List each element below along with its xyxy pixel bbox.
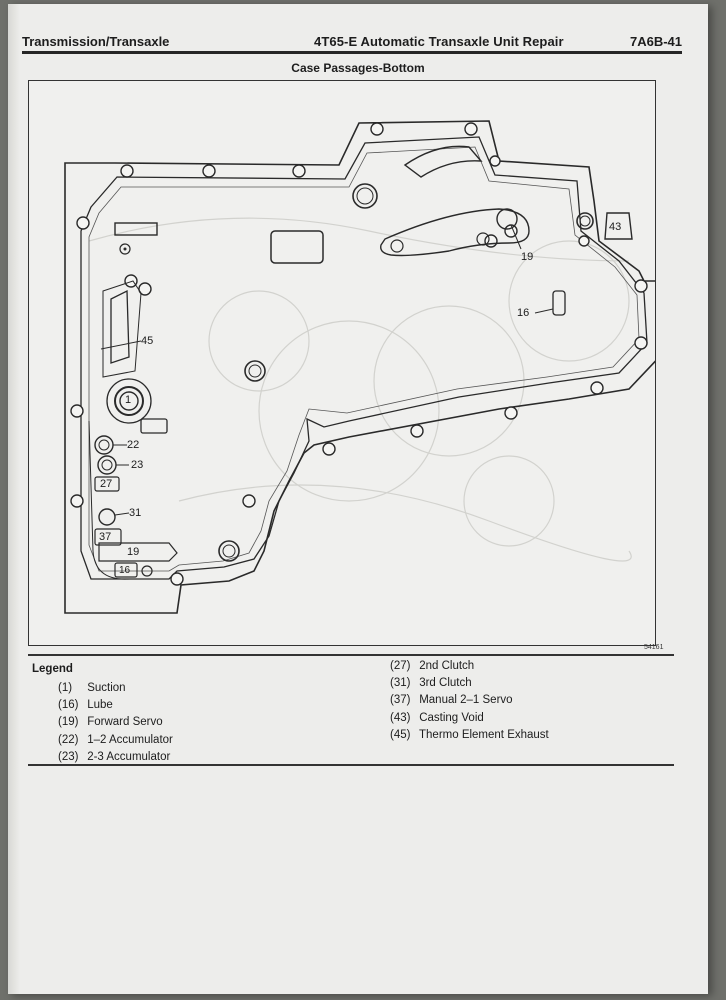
callout-27: 27: [100, 478, 113, 490]
header-rule: [22, 51, 682, 54]
show-through-lines: [88, 217, 632, 562]
legend-column-1: (1) Suction (16) Lube (19) Forward Servo…: [58, 680, 173, 766]
case-passages-drawing: [64, 120, 655, 614]
header-manual-title: 4T65-E Automatic Transaxle Unit Repair: [314, 34, 564, 49]
legend-item: (43) Casting Void: [390, 711, 484, 724]
callout-16: 16: [517, 307, 530, 319]
case-outline: [64, 120, 655, 614]
legend-item: (16) Lube: [58, 699, 113, 712]
legend-column-2: (27) 2nd Clutch (31) 3rd Clutch (37) Man…: [390, 658, 549, 744]
legend-bottom-rule: [28, 764, 674, 766]
callout-43: 43: [609, 221, 622, 233]
legend-item: (22) 1–2 Accumulator: [58, 733, 173, 746]
page-binding-edge: [8, 4, 20, 994]
manual-page: Transmission/Transaxle 4T65-E Automatic …: [8, 4, 708, 994]
legend-title: Legend: [32, 663, 73, 675]
gasket-inner-outline: [88, 146, 640, 572]
callout-31: 31: [129, 507, 142, 519]
legend-item: (23) 2-3 Accumulator: [58, 750, 171, 763]
header-section: Transmission/Transaxle: [22, 34, 170, 49]
legend-item: (1) Suction: [58, 682, 126, 694]
legend-item: (31) 3rd Clutch: [390, 677, 472, 690]
figure-id: 54161: [644, 644, 664, 651]
callout-45: 45: [141, 335, 154, 347]
callout-16-bottom: 16: [119, 565, 131, 576]
legend-item: (27) 2nd Clutch: [390, 660, 475, 672]
callout-19-servo-bottom: 19: [127, 546, 140, 558]
callout-leaders: [100, 224, 554, 516]
callout-19-servo: 19: [521, 251, 534, 263]
gasket-outline: [80, 136, 648, 580]
callout-23: 23: [131, 459, 144, 471]
bolt-holes: [70, 122, 648, 586]
legend-item: (37) Manual 2–1 Servo: [390, 694, 513, 707]
callout-22: 22: [127, 439, 140, 451]
callout-37: 37: [99, 531, 112, 543]
figure-title: Case Passages-Bottom: [291, 61, 425, 75]
case-passages-diagram: 1 16 19 22 23 27 31 37 43 45 19 16: [28, 80, 656, 646]
header-page-number: 7A6B-41: [629, 34, 682, 49]
page-header: Transmission/Transaxle 4T65-E Automatic …: [22, 34, 682, 52]
legend-item: (19) Forward Servo: [58, 716, 163, 729]
callout-1: 1: [125, 394, 132, 406]
legend-top-rule: [28, 654, 674, 656]
legend-item: (45) Thermo Element Exhaust: [390, 728, 549, 741]
